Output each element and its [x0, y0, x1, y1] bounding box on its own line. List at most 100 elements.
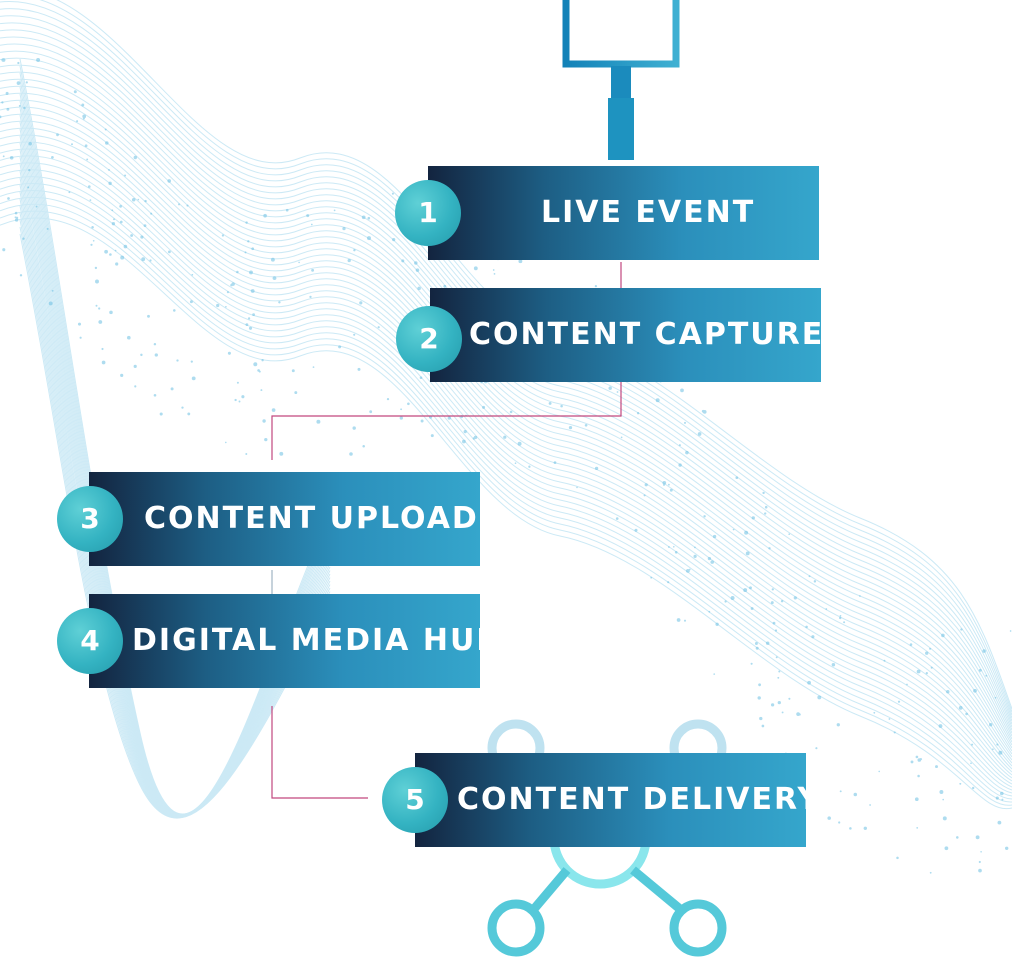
step-number-badge: 3 [57, 486, 123, 552]
particle-dot [667, 483, 670, 486]
particle-dot [929, 871, 932, 874]
particle-dot [771, 588, 774, 591]
particle-dot [190, 360, 193, 363]
particle-dot [644, 483, 648, 487]
particle-dot [252, 313, 256, 317]
particle-dot [713, 673, 716, 675]
particle-dot [683, 619, 687, 622]
particle-dot [101, 347, 104, 351]
particle-dot [838, 821, 841, 824]
particle-dot [992, 748, 994, 751]
particle-dot [28, 168, 31, 172]
particle-dot [140, 235, 144, 239]
step-digital-media-hub: DIGITAL MEDIA HUB [89, 594, 499, 688]
particle-dot [662, 480, 667, 485]
particle-dot [149, 259, 152, 262]
particle-dot [608, 386, 612, 390]
wave-line [19, 163, 331, 817]
particle-dot [1000, 791, 1004, 796]
wave-line [19, 58, 331, 815]
particle-dot [28, 142, 32, 146]
wave-line [19, 121, 331, 816]
particle-dot [548, 401, 552, 405]
particle-dot [906, 683, 908, 686]
particle-dot [248, 326, 253, 330]
particle-dot [407, 402, 410, 406]
particle-dot [109, 310, 113, 315]
particle-dot [51, 289, 54, 292]
particle-dot [693, 554, 697, 559]
wave-line [0, 71, 1012, 746]
particle-dot [36, 58, 41, 62]
particle-dot [247, 317, 251, 320]
particle-dot [191, 273, 194, 276]
step-content-delivery: CONTENT DELIVERY [415, 753, 819, 847]
particle-dot [244, 251, 247, 254]
particle-dot [347, 258, 351, 263]
particle-dot [917, 758, 922, 762]
particle-dot [764, 512, 767, 515]
particle-dot [361, 215, 366, 220]
particle-dot [278, 301, 281, 304]
particle-dot [827, 816, 831, 820]
particle-dot [234, 398, 237, 402]
wave-line [19, 226, 331, 819]
camera-monitor-icon [562, 0, 680, 160]
particle-dot [261, 359, 264, 362]
particle-dot [514, 462, 517, 465]
particle-dot [817, 695, 822, 700]
particle-dot [95, 279, 99, 284]
particle-dot [134, 385, 137, 388]
particle-dot [367, 216, 371, 220]
particle-dot [749, 586, 752, 590]
particle-dot [298, 261, 300, 264]
particle-dot [735, 476, 739, 480]
particle-dot [839, 614, 842, 617]
particle-dot [807, 680, 811, 685]
particle-dot [236, 270, 239, 274]
step-label: CONTENT CAPTURE [469, 317, 825, 352]
particle-dot [333, 209, 336, 212]
particle-dot [831, 663, 836, 667]
particle-dot [744, 530, 749, 535]
particle-dot [996, 743, 999, 746]
particle-dot [153, 342, 157, 346]
step-number-badge: 1 [395, 180, 461, 246]
particle-dot [264, 437, 268, 442]
particle-dot [715, 622, 719, 626]
particle-dot [761, 724, 765, 728]
particle-dot [893, 731, 896, 734]
particle-dot [120, 255, 125, 260]
particle-dot [353, 249, 356, 252]
particle-dot [115, 262, 119, 266]
particle-dot [9, 156, 14, 160]
particle-dot [1, 101, 4, 104]
particle-dot [616, 391, 619, 393]
particle-dot [23, 106, 26, 110]
particle-dot [133, 364, 137, 368]
wave-line [19, 219, 331, 819]
particle-dot [813, 580, 817, 583]
step-label: CONTENT UPLOAD [144, 501, 479, 536]
particle-dot [272, 276, 277, 280]
wave-line [0, 141, 1012, 776]
particle-dot [417, 286, 421, 291]
particle-dot [777, 700, 781, 705]
particle-dot [873, 711, 876, 714]
particle-dot [18, 104, 21, 107]
particle-dot [140, 353, 143, 357]
particle-dot [104, 128, 107, 131]
particle-dot [796, 712, 800, 716]
wave-line [0, 78, 1012, 749]
particle-dot [71, 143, 73, 146]
wave-line [0, 189, 1012, 797]
particle-dot [517, 441, 522, 446]
particle-dot [492, 269, 495, 271]
particle-dot [84, 144, 88, 148]
particle-dot [997, 820, 1002, 825]
wave-line [0, 203, 1012, 803]
particle-dot [89, 199, 92, 202]
particle-dot [143, 224, 147, 228]
particle-dot [225, 305, 227, 308]
particle-dot [959, 782, 962, 785]
